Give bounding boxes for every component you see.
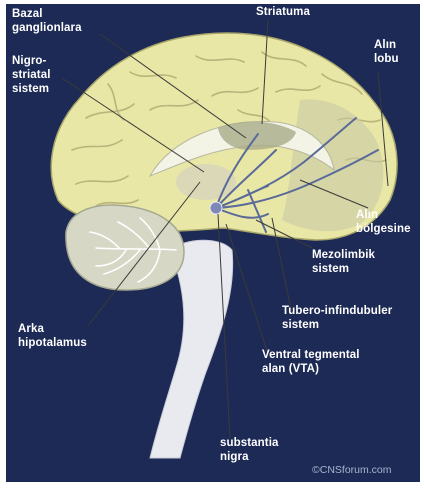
label-vta: Ventral tegmental alan (VTA) xyxy=(262,348,360,376)
label-nigrostriatal: Nigro- striatal sistem xyxy=(12,54,51,96)
label-basal-ganglia: Bazal ganglionlara xyxy=(12,7,82,35)
label-striatum: Striatuma xyxy=(256,5,310,19)
vta-node xyxy=(210,202,222,214)
label-tuberoinfundibular: Tubero-infindubuler sistem xyxy=(282,304,392,332)
label-posterior-hypothalamus: Arka hipotalamus xyxy=(18,322,87,350)
label-substantia-nigra: substantia nigra xyxy=(220,436,279,464)
label-frontal-lobe: Alın lobu xyxy=(374,38,399,66)
label-mesolimbic: Mezolimbik sistem xyxy=(312,248,375,276)
credit-text: ©CNSforum.com xyxy=(312,464,392,476)
label-frontal-region: Alın bölgesine xyxy=(356,208,411,236)
